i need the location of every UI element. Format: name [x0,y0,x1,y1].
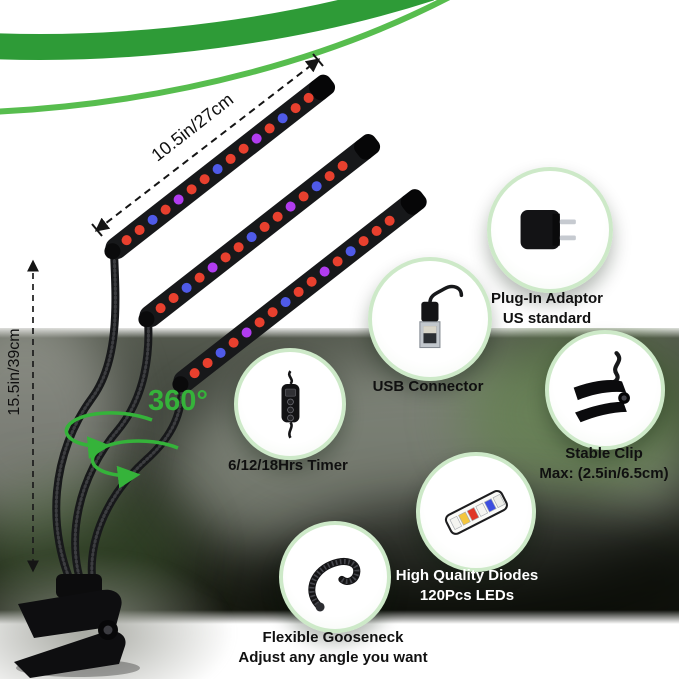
rotation-annotation: 360° [64,385,208,489]
usb-label-line1: USB Connector [372,378,484,395]
height-dimension: 15.5in/39cm [6,259,39,573]
timer-label: 6/12/18Hrs Timer [228,456,348,476]
clip-label-line2: Max: (2.5in/6.5cm) [539,464,669,482]
callout-gooseneck [279,521,391,633]
callout-usb [368,257,492,381]
callout-timer [234,348,346,460]
green-swoosh [0,0,451,115]
gooseneck-label: Flexible Gooseneck Adjust any angle you … [238,628,427,668]
timer-label-line1: 6/12/18Hrs Timer [228,457,348,474]
adaptor-label-line1: Plug-In Adaptor [491,290,603,307]
led-bar-middle [138,134,381,328]
clip-label-line1: Stable Clip [565,445,643,462]
height-label: 15.5in/39cm [6,328,23,415]
plug-adaptor-icon [520,210,577,250]
adaptor-label-line2: US standard [502,309,592,327]
rotation-label: 360° [148,385,208,417]
gooseneck-label-line2: Adjust any angle you want [238,648,428,666]
gooseneck-label-line1: Flexible Gooseneck [262,629,404,646]
callout-clip [545,330,665,450]
gooseneck-icon [307,557,360,611]
diodes-label-line2: 120Pcs LEDs [419,586,515,604]
rotation-arrows-icon [64,411,179,489]
clamp [14,574,140,678]
usb-connector-icon [419,284,464,349]
adaptor-label: Plug-In Adaptor US standard [491,289,603,329]
callout-adaptor [487,167,613,293]
diodes-label: High Quality Diodes 120Pcs LEDs [396,566,539,606]
usb-label: USB Connector [373,377,484,397]
timer-remote-icon [281,369,299,438]
led-bar-bottom [172,189,427,393]
callout-diodes [416,452,536,572]
diodes-label-line1: High Quality Diodes [395,567,539,584]
stable-clip-icon [573,350,630,422]
gooseneck-arms [52,248,186,604]
clip-label: Stable Clip Max: (2.5in/6.5cm) [539,444,668,484]
led-strip-icon [444,489,508,535]
